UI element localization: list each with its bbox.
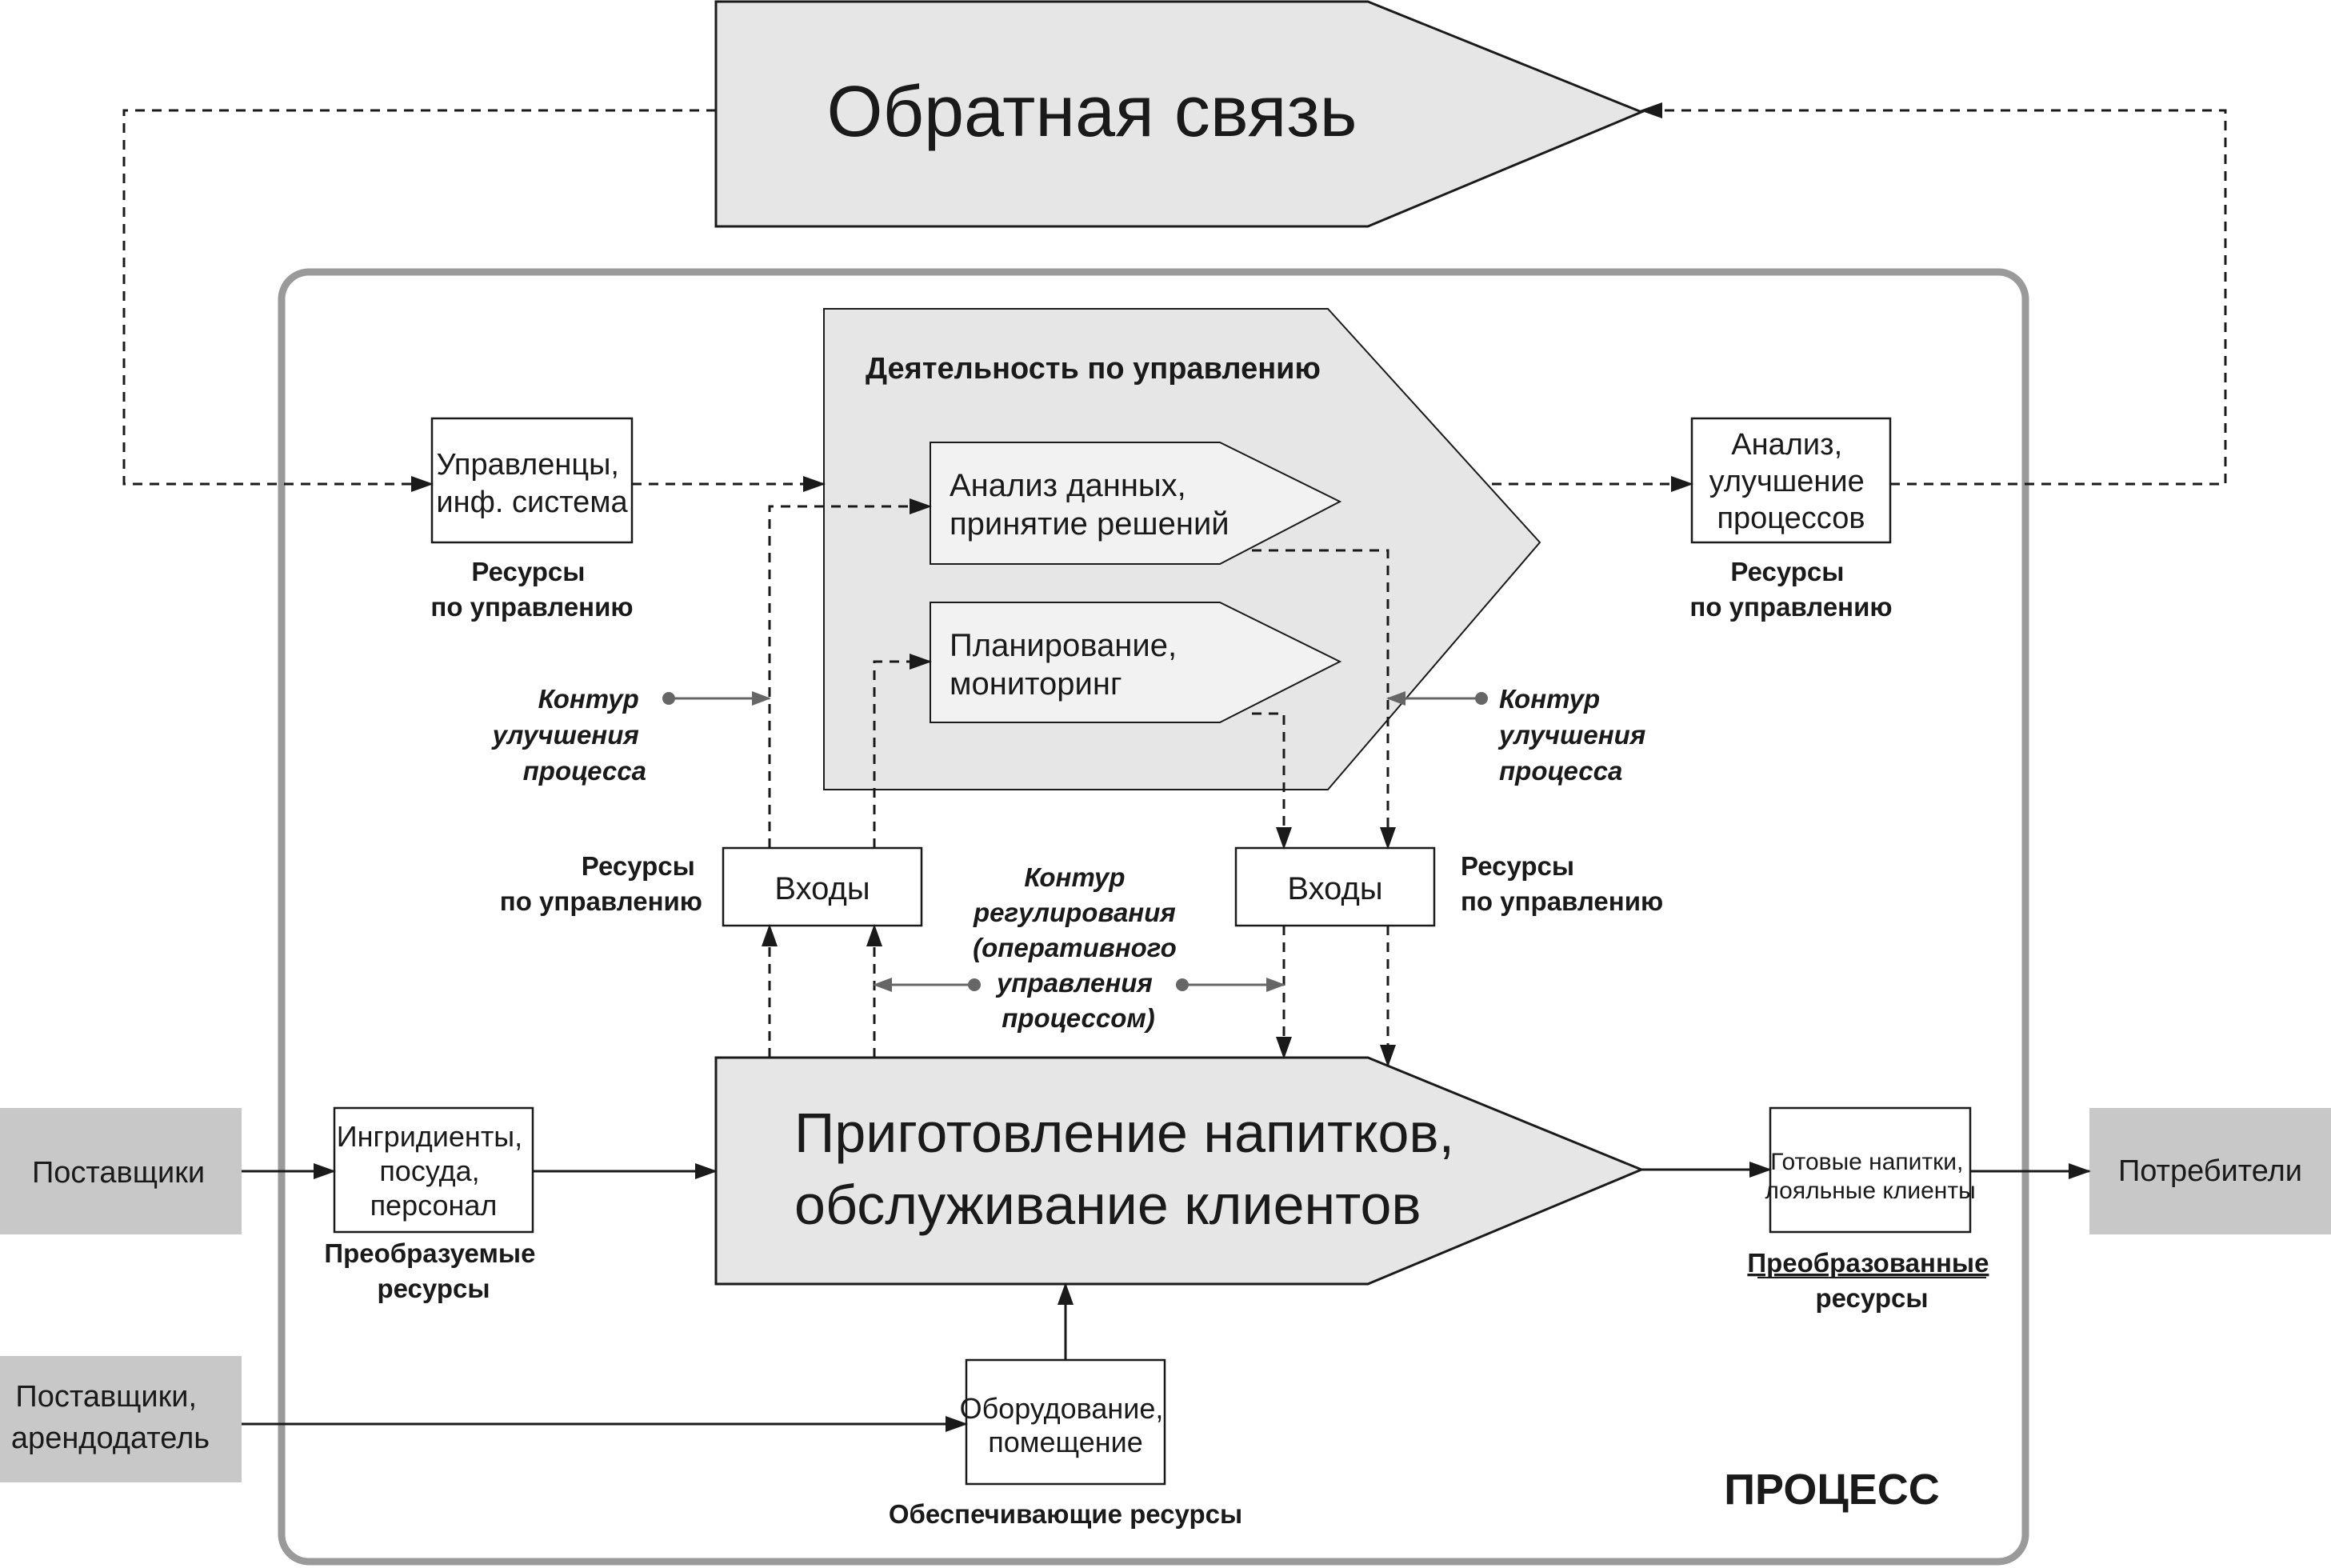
analysis-label: Анализ данных, принятие решений xyxy=(950,468,1229,542)
loop-right-label: Контур улучшения процесса xyxy=(1497,684,1653,786)
planning-shape xyxy=(930,602,1342,723)
equipment-label: Оборудование, помещение xyxy=(960,1392,1172,1458)
suppliers-landlord-box xyxy=(0,1356,242,1482)
ingredients-label: Ингридиенты, посуда, персонал xyxy=(337,1120,530,1222)
loop-connectors xyxy=(669,691,1481,992)
consumers-box xyxy=(2089,1108,2331,1234)
process-label: ПРОЦЕСС xyxy=(1724,1466,1940,1514)
suppliers-label: Поставщики xyxy=(32,1156,205,1190)
transformed-out-label: Преобразованные ресурсы xyxy=(1747,1248,1996,1313)
suppliers-landlord-label: Поставщики, арендодатель xyxy=(11,1380,210,1455)
mgmt-resources-ml-label: Ресурсы по управлению xyxy=(500,851,702,916)
feedback-shape xyxy=(714,0,1645,228)
ready-label: Готовые напитки, лояльные клиенты xyxy=(1765,1149,1975,1204)
analysis-shape xyxy=(930,442,1342,565)
improve-label: Анализ, улучшение процессов xyxy=(1709,428,1873,535)
inputs-left-box xyxy=(722,846,923,927)
suppliers-box xyxy=(0,1108,242,1234)
management-title: Деятельность по управлению xyxy=(866,352,1321,386)
consumers-label: Потребители xyxy=(2118,1154,2302,1188)
managers-box xyxy=(430,417,634,544)
inputs-right-box xyxy=(1234,846,1436,927)
equipment-box xyxy=(965,1358,1166,1486)
loop-dots xyxy=(662,692,1488,991)
inputs-right-label: Входы xyxy=(1287,871,1382,906)
feedback-title: Обратная связь xyxy=(826,72,1357,152)
process-frame xyxy=(278,268,2029,1566)
planning-label: Планирование, мониторинг xyxy=(950,628,1185,702)
improve-box xyxy=(1690,417,1892,544)
dashed-arrows xyxy=(122,102,2227,1067)
transformed-label: Преобразуемые ресурсы xyxy=(324,1238,542,1303)
main-process-label: Приготовление напитков, обслуживание кли… xyxy=(794,1102,1470,1236)
supporting-label: Обеспечивающие ресурсы xyxy=(889,1499,1242,1529)
main-process-shape xyxy=(714,1056,1645,1286)
mgmt-resources-mr-label: Ресурсы по управлению xyxy=(1461,851,1663,916)
solid-arrows xyxy=(242,1162,2091,1432)
regulation-label: Контур регулирования (оперативного управ… xyxy=(973,862,1184,1033)
inputs-left-label: Входы xyxy=(774,871,870,906)
mgmt-resources-tl-label: Ресурсы по управлению xyxy=(430,557,633,622)
mgmt-resources-tr-label: Ресурсы по управлению xyxy=(1689,557,1892,622)
managers-label: Управленцы, инф. система xyxy=(436,448,628,519)
loop-left-label: Контур улучшения процесса xyxy=(491,684,646,786)
